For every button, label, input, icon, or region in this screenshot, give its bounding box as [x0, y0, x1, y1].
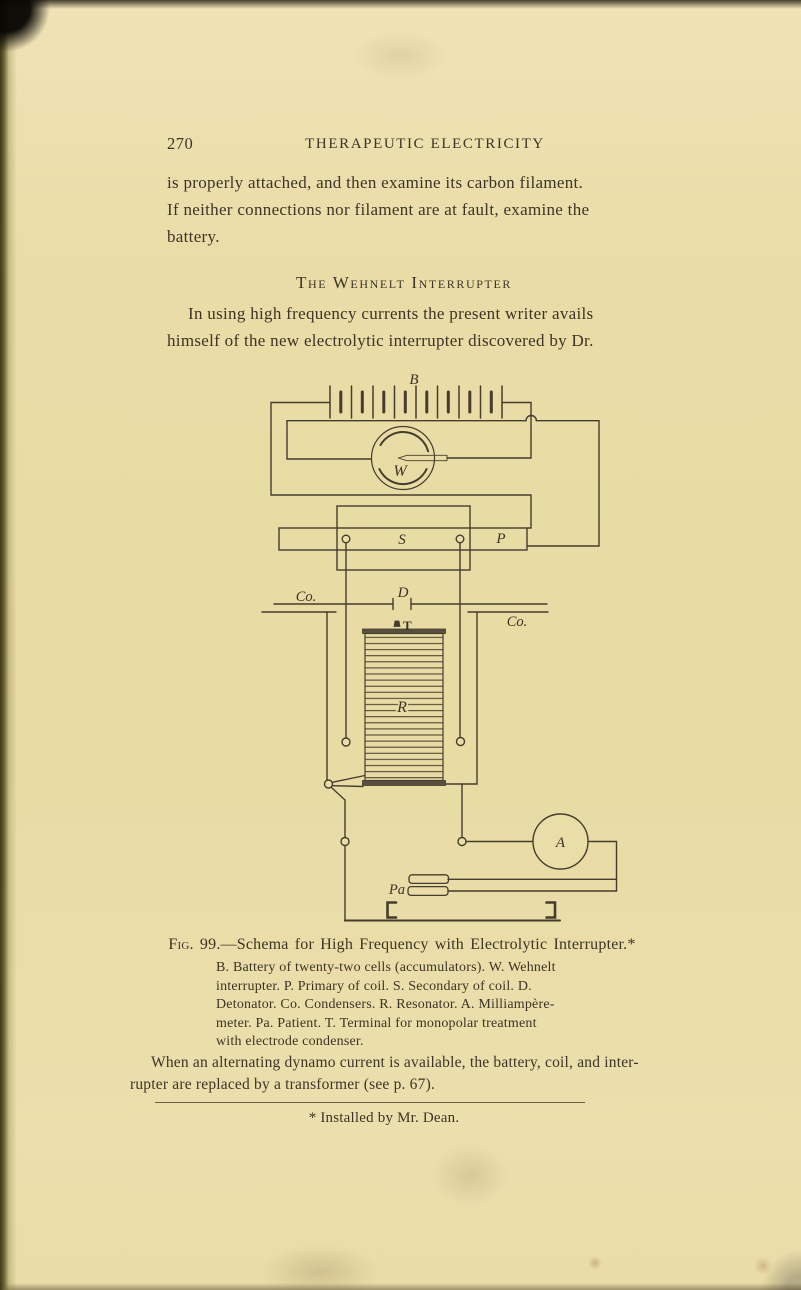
figure-key: B. Battery of twenty-two cells (accumula… [216, 959, 584, 1052]
body-paragraph-2: In using high frequency currents the pre… [167, 300, 645, 354]
terminal-knob [393, 620, 401, 627]
detonator-spark-gap [273, 597, 548, 611]
figure-caption-title: —Schema for High Frequency with Electrol… [220, 936, 636, 953]
page-number: 270 [167, 134, 194, 153]
label-condenser-left: Co. [296, 589, 317, 605]
condenser-right [445, 611, 549, 785]
couch-bracket-right [545, 901, 557, 919]
induction-coil [278, 505, 528, 739]
body-line: battery. [167, 227, 220, 246]
figure-key-line: B. Battery of twenty-two cells (accumula… [216, 960, 556, 975]
condenser-left [261, 611, 337, 782]
label-wehnelt: W [393, 463, 408, 480]
wire-crossover-hop [525, 414, 538, 422]
body-line: is properly attached, and then examine i… [167, 173, 584, 192]
body-line: In using high frequency currents the pre… [188, 304, 594, 323]
figure-caption: Fig. 99.—Schema for High Frequency with … [0, 936, 801, 954]
binding-post-right [457, 836, 467, 847]
couch-bracket-left [386, 901, 398, 919]
body-paragraph-1: is properly attached, and then examine i… [167, 169, 641, 250]
binding-post-left [340, 836, 350, 847]
battery-left-wire [270, 401, 532, 529]
patient-circuit [330, 783, 618, 922]
secondary-terminal-right [455, 534, 465, 544]
body-line: himself of the new electrolytic interrup… [167, 331, 594, 350]
figure-key-line: with electrode condenser. [216, 1034, 364, 1050]
battery-right-wire [446, 401, 532, 459]
label-condenser-right: Co. [507, 614, 528, 630]
resonator-coil [323, 620, 466, 789]
label-detonator: D [397, 585, 409, 601]
footnote-rule [155, 1102, 585, 1103]
footnote: * Installed by Mr. Dean. [308, 1110, 460, 1126]
figure-note: When an alternating dynamo current is av… [130, 1052, 660, 1096]
spark-ball-right [455, 736, 466, 747]
section-heading: The Wehnelt Interrupter [296, 273, 512, 292]
battery-symbol [270, 385, 532, 529]
junction-ball-left [323, 779, 334, 789]
body-line: If neither connections nor filament are … [167, 200, 590, 219]
label-terminal: T [403, 618, 412, 633]
figure-key-line: Detonator. Co. Condensers. R. Resonator.… [216, 997, 555, 1013]
secondary-coil-box [336, 505, 471, 571]
figure-note-line: rupter are replaced by a transformer (se… [130, 1075, 436, 1093]
figure-caption-number: Fig. 99. [168, 936, 221, 953]
figure-key-line: meter. Pa. Patient. T. Terminal for mono… [216, 1015, 537, 1031]
figure-note-line: When an alternating dynamo current is av… [151, 1054, 639, 1071]
patient-electrode-bottom [407, 885, 449, 897]
spark-ball-left [341, 737, 351, 747]
running-header: THERAPEUTIC ELECTRICITY [305, 136, 545, 152]
label-resonator: R [396, 699, 407, 716]
label-secondary: S [398, 532, 406, 548]
label-patient: Pa [388, 882, 405, 898]
label-meter: A [555, 835, 566, 851]
wehnelt-interrupter [286, 414, 600, 547]
figure-key-line: interrupter. P. Primary of coil. S. Seco… [216, 978, 532, 994]
label-battery: B [409, 372, 418, 388]
label-primary: P [495, 531, 505, 547]
patient-electrode-top [408, 874, 450, 885]
wehnelt-cell-circle [370, 425, 436, 491]
primary-coil-box [278, 527, 528, 551]
secondary-terminal-left [341, 534, 351, 544]
wehnelt-electrode-bar [397, 454, 448, 462]
